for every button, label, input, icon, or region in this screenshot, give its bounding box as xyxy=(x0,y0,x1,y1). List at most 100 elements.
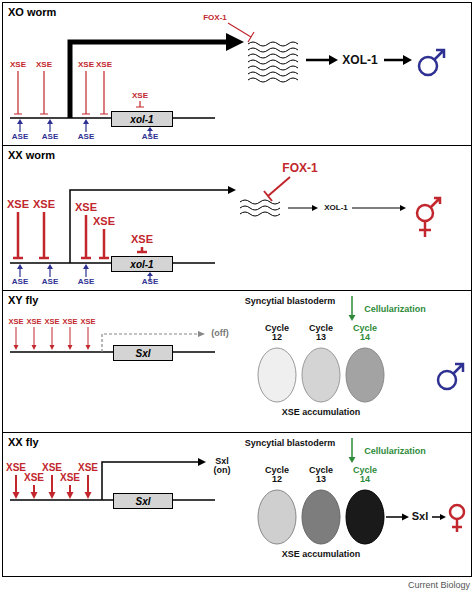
fox-inhibition xyxy=(264,177,290,201)
label: XSE xyxy=(44,318,59,326)
label: Cycle 14 xyxy=(349,466,381,485)
gene-box: xol-1 xyxy=(111,111,173,127)
arrow-head xyxy=(402,514,409,521)
label: XOL-1 xyxy=(324,204,348,212)
arrow-head xyxy=(50,345,55,350)
embryo xyxy=(258,490,296,544)
label: XSE xyxy=(6,463,26,474)
arrow-head xyxy=(147,127,153,131)
panel-title: XX fly xyxy=(8,436,39,448)
label: Cycle 12 xyxy=(261,324,293,343)
mrna-waves xyxy=(248,42,298,82)
arrow-head xyxy=(85,492,92,499)
label: XSE xyxy=(8,318,23,326)
label: XSE xyxy=(62,318,77,326)
gene-name: Sxl xyxy=(135,348,150,359)
label: ASE xyxy=(142,278,158,286)
arrow-head xyxy=(228,186,236,194)
xse-inhibition xyxy=(13,212,147,258)
label: XSE xyxy=(26,318,41,326)
label: ASE xyxy=(42,278,58,286)
label: FOX-1 xyxy=(282,162,317,175)
embryo xyxy=(258,348,296,402)
panel: XX worm xol-1 xyxy=(2,145,472,291)
arrow-head xyxy=(47,264,53,269)
xse-arrows xyxy=(16,327,88,345)
label: XSE xyxy=(36,61,52,69)
embryo xyxy=(346,348,384,402)
gene-box: xol-1 xyxy=(111,256,173,272)
hermaphrodite-symbol xyxy=(417,205,433,221)
label: XSE xyxy=(33,199,55,211)
embryo xyxy=(302,490,340,544)
label: XOL-1 xyxy=(342,54,377,67)
arrow-head xyxy=(329,55,338,65)
label: XSE xyxy=(93,216,115,228)
cellularization-arrow xyxy=(351,296,353,316)
label: XSE xyxy=(78,463,98,474)
arrow-head xyxy=(67,492,74,499)
xse-inhibition xyxy=(14,71,144,114)
arrow-head xyxy=(400,205,406,211)
arrow-head xyxy=(226,33,244,51)
arrow-head xyxy=(86,345,91,350)
cellularization-arrow xyxy=(351,438,353,458)
transcription-arrow xyxy=(70,190,228,263)
arrow-head xyxy=(17,119,23,124)
label: ASE xyxy=(12,278,28,286)
label: XSE xyxy=(78,61,94,69)
label: XSE accumulation xyxy=(282,550,361,559)
label: Cycle 13 xyxy=(305,324,337,343)
label: Sxl xyxy=(412,511,429,523)
label: FOX-1 xyxy=(203,14,227,22)
gene-name: Sxl xyxy=(135,496,150,507)
label: XSE xyxy=(24,473,44,484)
label: Current Biology xyxy=(408,581,470,590)
panel-title: XX worm xyxy=(8,149,55,161)
gene-name: xol-1 xyxy=(130,114,153,125)
embryo xyxy=(302,348,340,402)
xx-fly-art xyxy=(10,438,464,544)
arrow-head xyxy=(31,492,38,499)
label: Syncytial blastoderm xyxy=(245,297,336,306)
arrow-head xyxy=(147,272,153,276)
label: Cellularization xyxy=(364,447,426,456)
panel: XO wormxol-1 xyxy=(2,2,472,146)
arrow-head xyxy=(14,345,19,350)
transcription-arrow xyxy=(70,42,226,118)
arrow-head xyxy=(349,315,356,321)
label: (off) xyxy=(211,329,229,338)
label: ASE xyxy=(42,133,58,141)
label: Syncytial blastoderm xyxy=(245,439,336,448)
label: Sxl (on) xyxy=(209,457,235,476)
label: XSE xyxy=(10,61,26,69)
arrow-head xyxy=(47,119,53,124)
arrow-head xyxy=(68,345,73,350)
panel-title: XY fly xyxy=(8,294,38,306)
arrow-head xyxy=(49,492,56,499)
label: Cycle 14 xyxy=(349,324,381,343)
label: XSE accumulation xyxy=(282,408,361,417)
embryo xyxy=(346,490,384,544)
label: XSE xyxy=(42,463,62,474)
label: XSE xyxy=(7,199,29,211)
arrow-head xyxy=(198,458,206,466)
label: Cellularization xyxy=(364,305,426,314)
arrow-head xyxy=(17,264,23,269)
xo-worm-art xyxy=(10,23,444,136)
hermaphrodite-symbol-marks xyxy=(419,198,440,237)
label: Cycle 12 xyxy=(261,466,293,485)
fox-inhibition xyxy=(228,23,254,42)
arrow-head xyxy=(440,514,446,520)
label: XSE xyxy=(80,318,95,326)
female-symbol-cross xyxy=(452,519,462,532)
label: XSE xyxy=(60,473,80,484)
female-symbol xyxy=(450,505,464,519)
male-symbol-arrow xyxy=(453,364,463,374)
label: ASE xyxy=(142,133,158,141)
arrow-head xyxy=(312,205,318,211)
male-symbol-arrow xyxy=(434,50,444,60)
arrow-head xyxy=(198,331,205,337)
